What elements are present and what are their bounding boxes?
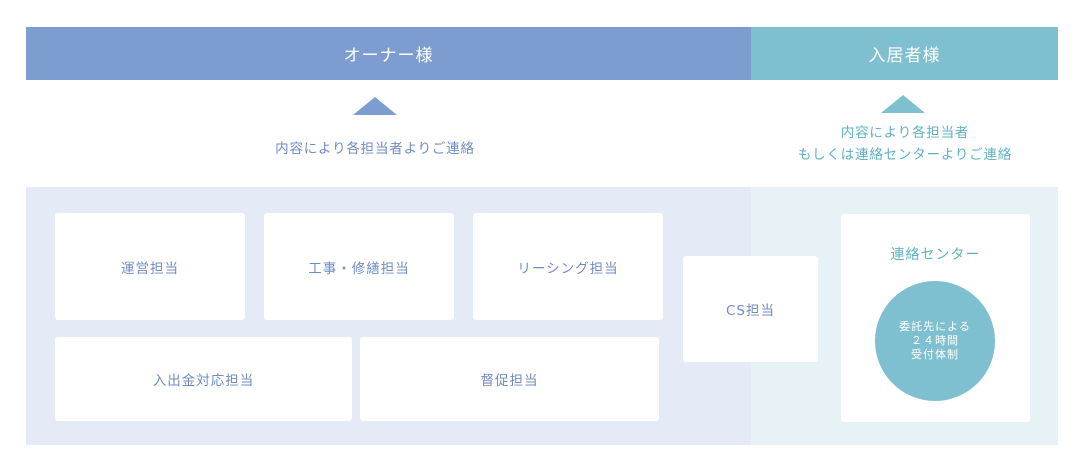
leasing-department-label: リーシング担当 [517, 260, 619, 277]
contact-center-circle-text: 委託先による ２４時間 受付体制 [899, 320, 971, 361]
operation-department-label: 運営担当 [121, 260, 179, 277]
resident-caption-line1: 内容により各担当者 [840, 125, 970, 141]
owner-header-label: オーナー様 [343, 46, 434, 66]
operation-department-box: 運営担当 [55, 213, 245, 320]
resident-up-arrow-icon [881, 95, 925, 113]
owner-caption: 内容により各担当者よりご連絡 [200, 138, 550, 160]
resident-caption: 内容により各担当者 もしくは連絡センターよりご連絡 [770, 122, 1040, 166]
construction-department-box: 工事・修繕担当 [264, 213, 454, 320]
cs-department-label: CS担当 [726, 303, 775, 319]
resident-header-label: 入居者様 [868, 46, 941, 66]
cs-department-box: CS担当 [683, 256, 818, 362]
owner-header-bar: オーナー様 [26, 27, 751, 80]
collection-department-label: 督促担当 [480, 373, 539, 389]
contact-center-circle: 委託先による ２４時間 受付体制 [875, 281, 995, 401]
owner-caption-text: 内容により各担当者よりご連絡 [275, 141, 475, 157]
owner-up-arrow-icon [353, 97, 397, 115]
collection-department-box: 督促担当 [360, 337, 659, 421]
payments-department-label: 入出金対応担当 [152, 373, 255, 389]
payments-department-box: 入出金対応担当 [55, 337, 352, 421]
resident-caption-line2: もしくは連絡センターよりご連絡 [797, 147, 1013, 163]
construction-department-label: 工事・修繕担当 [308, 260, 410, 277]
leasing-department-box: リーシング担当 [473, 213, 663, 320]
contact-center-title: 連絡センター [890, 247, 981, 263]
resident-header-bar: 入居者様 [751, 27, 1058, 80]
